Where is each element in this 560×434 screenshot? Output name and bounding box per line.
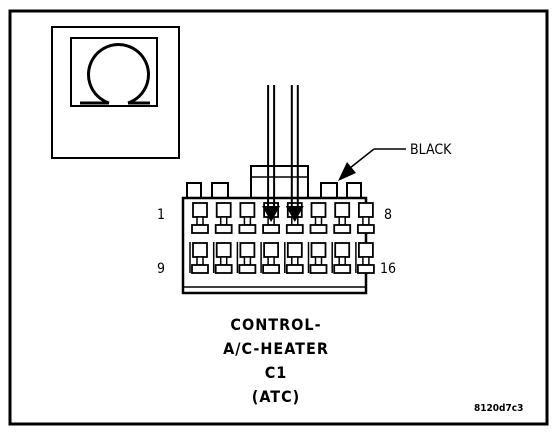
- pin-label-8: 8: [384, 207, 392, 223]
- cavity: [238, 202, 257, 234]
- caption-line-1: CONTROL-: [230, 315, 321, 334]
- cavity: [236, 242, 257, 274]
- left-tab: [186, 182, 202, 200]
- cavity: [355, 242, 375, 274]
- caption-line-2: A/C-HEATER: [223, 339, 329, 358]
- caption-line-3: C1: [265, 363, 288, 382]
- cavity: [331, 242, 352, 274]
- callout-label: BLACK: [410, 142, 452, 158]
- cavity: [333, 202, 352, 234]
- pin-label-1: 1: [157, 207, 165, 223]
- cavity: [189, 242, 209, 274]
- pin-label-9: 9: [157, 261, 165, 277]
- callout-arrowhead: [338, 162, 356, 181]
- cavity: [307, 242, 328, 274]
- pin-label-16: 16: [380, 261, 396, 277]
- cavity: [356, 202, 375, 234]
- probe-tip: [262, 206, 281, 222]
- test-probe-icon: [262, 85, 304, 222]
- caption-line-4: (ATC): [252, 387, 300, 406]
- meter-display: [70, 37, 158, 107]
- connector-latch: [250, 165, 309, 200]
- connector-body: [181, 165, 375, 295]
- cavity: [284, 242, 304, 274]
- multimeter-ohms-icon: [51, 26, 180, 159]
- cavity: [191, 202, 209, 234]
- test-probe: [262, 85, 281, 222]
- tab: [211, 182, 229, 200]
- black-callout: BLACK: [338, 142, 452, 181]
- figure-code: 8120d7c3: [474, 403, 523, 414]
- probe-tip: [285, 206, 304, 222]
- outer-frame: [8, 9, 549, 426]
- cavity: [309, 202, 328, 234]
- cavity: [212, 242, 233, 274]
- cavity: [260, 242, 281, 274]
- ohm-symbol: [87, 43, 150, 105]
- cavity: [214, 202, 233, 234]
- connector-caption: CONTROL- A/C-HEATER C1 (ATC): [223, 315, 329, 406]
- test-probe: [285, 85, 304, 222]
- right-tab: [346, 182, 362, 200]
- tab: [320, 182, 338, 200]
